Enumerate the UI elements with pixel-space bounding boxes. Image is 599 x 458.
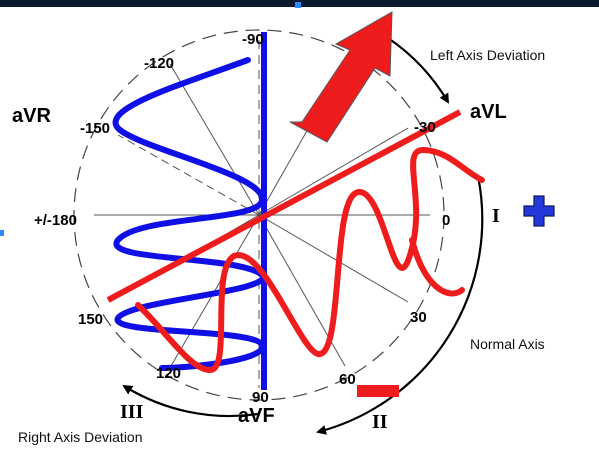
label-plus-30: 30: [410, 309, 427, 326]
reference-circle: [73, 29, 445, 401]
label-minus-30: -30: [414, 119, 436, 136]
label-plus-120: 120: [156, 365, 181, 382]
label-plus-minus-180: +/-180: [34, 212, 77, 229]
red-axis-line: [106, 109, 462, 303]
axis-line-240: [169, 63, 260, 216]
lead-label-ii: II: [372, 411, 388, 433]
caption-left-axis-deviation: Left Axis Deviation: [430, 47, 545, 63]
caption-normal-axis: Normal Axis: [470, 336, 545, 352]
lead-label-iii: III: [120, 401, 144, 423]
label-plus-150: 150: [78, 311, 103, 328]
label-minus-150: -150: [80, 120, 110, 137]
axis-line-30: [258, 214, 409, 303]
axis-line-330: [258, 127, 409, 216]
label-zero: 0: [442, 212, 450, 229]
lead-label-i: I: [492, 205, 500, 227]
caption-right-axis-deviation: Right Axis Deviation: [18, 429, 143, 445]
label-minus-120: -120: [144, 55, 174, 72]
axis-line-210-dashed: [117, 134, 260, 216]
minus-sign-icon: [357, 385, 399, 397]
normal-axis-arc: [316, 175, 484, 435]
lead-label-avr: aVR: [12, 105, 51, 127]
big-red-arrow: [289, 11, 393, 143]
plus-sign-icon: [523, 195, 555, 227]
left-edge-marker: [0, 230, 4, 236]
top-bar-handle: [295, 2, 301, 8]
label-plus-90: 90: [252, 389, 269, 406]
right-axis-deviation-arc: [122, 384, 259, 418]
left-axis-deviation-arc: [387, 37, 450, 104]
label-minus-90: -90: [242, 31, 264, 48]
red-sine-wave: [135, 147, 485, 374]
label-plus-60: 60: [339, 371, 356, 388]
lead-label-avf: aVF: [238, 405, 275, 427]
blue-sine-wave: [112, 57, 266, 371]
lead-label-avl: aVL: [470, 101, 507, 123]
